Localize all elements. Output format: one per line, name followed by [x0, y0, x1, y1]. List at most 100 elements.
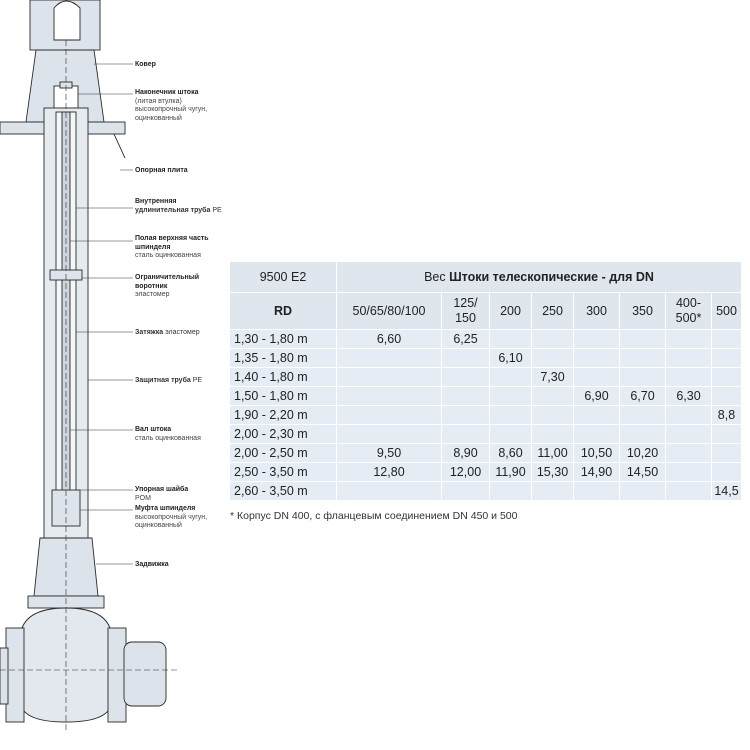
- label-nakonechnik: Наконечник штока (литая втулка) высокопр…: [135, 89, 208, 122]
- weight-cell: 15,30: [531, 462, 574, 482]
- label-vnutrennyaya: Внутренняя удлинительная труба PE: [135, 198, 222, 214]
- weight-cell: [573, 405, 620, 425]
- dn-header-line: 250: [542, 303, 563, 318]
- weight-cell: [711, 462, 742, 482]
- weight-cell: [441, 405, 490, 425]
- weight-cell: [531, 329, 574, 349]
- weight-cell: [441, 367, 490, 387]
- weight-cell: 7,30: [531, 367, 574, 387]
- table-title: Вес Штоки телескопические - для DN: [336, 261, 742, 293]
- weight-cell: 10,20: [619, 443, 666, 463]
- weight-cell: 12,80: [336, 462, 442, 482]
- weight-cell: 8,60: [489, 443, 532, 463]
- dn-header: 50/65/80/100: [336, 292, 442, 330]
- label-kover: Ковер: [135, 61, 156, 68]
- weight-cell: [441, 348, 490, 368]
- dn-header-line: 500: [716, 303, 737, 318]
- dn-header-line: 300: [586, 303, 607, 318]
- weight-cell: [489, 386, 532, 406]
- weight-cell: 11,00: [531, 443, 574, 463]
- dn-header-line: 125/: [453, 296, 478, 310]
- weight-cell: [665, 367, 712, 387]
- rd-range: 2,00 - 2,30 m: [229, 424, 337, 444]
- weight-cell: 14,5: [711, 481, 742, 501]
- label-zatyazhka: Затяжка эластомер: [135, 329, 200, 336]
- rd-header: RD: [229, 292, 337, 330]
- weight-cell: [489, 405, 532, 425]
- dn-header-line: 500*: [675, 311, 702, 325]
- dn-header: 300: [573, 292, 620, 330]
- table-model: 9500 E2: [229, 261, 337, 293]
- weight-cell: [573, 329, 620, 349]
- weight-cell: 6,30: [665, 386, 712, 406]
- weight-cell: [531, 386, 574, 406]
- weight-cell: [711, 424, 742, 444]
- dn-header-line: 200: [500, 303, 521, 318]
- dn-header-line: 350: [632, 303, 653, 318]
- weight-cell: [489, 329, 532, 349]
- weight-cell: [665, 424, 712, 444]
- weight-cell: [619, 481, 666, 501]
- weight-cell: [573, 424, 620, 444]
- weight-cell: [573, 481, 620, 501]
- weight-cell: [665, 329, 712, 349]
- weight-cell: [531, 424, 574, 444]
- weight-cell: 8,8: [711, 405, 742, 425]
- weight-cell: 12,00: [441, 462, 490, 482]
- weight-cell: [336, 481, 442, 501]
- weight-cell: 11,90: [489, 462, 532, 482]
- label-zaschitnaya: Защитная труба PE: [135, 377, 203, 384]
- label-ogranichitelny: Ограничительный воротник эластомер: [135, 274, 200, 298]
- label-mufta: Муфта шпинделя высокопрочный чугун, оцин…: [135, 505, 208, 529]
- dn-header: 500: [711, 292, 742, 330]
- dn-header: 125/150: [441, 292, 490, 330]
- dn-header-line: 400-: [675, 296, 702, 310]
- weight-cell: [619, 424, 666, 444]
- weight-cell: [665, 481, 712, 501]
- weight-cell: [489, 424, 532, 444]
- weight-cell: [619, 348, 666, 368]
- weight-cell: [531, 405, 574, 425]
- table-row: 1,40 - 1,80 m 7,30: [229, 367, 742, 387]
- valve-spindle-drawing: [0, 0, 180, 730]
- weight-cell: [336, 348, 442, 368]
- weight-cell: [441, 424, 490, 444]
- weight-cell: [489, 367, 532, 387]
- weight-cell: [711, 329, 742, 349]
- weight-cell: [336, 386, 442, 406]
- weight-cell: [336, 424, 442, 444]
- rd-range: 1,35 - 1,80 m: [229, 348, 337, 368]
- weight-cell: [619, 367, 666, 387]
- dn-header: 400-500*: [665, 292, 712, 330]
- label-upornaya: Упорная шайба POM: [135, 486, 189, 502]
- weight-table: 9500 E2 Вес Штоки телескопические - для …: [229, 261, 742, 501]
- weight-cell: [489, 481, 532, 501]
- table-row: 2,00 - 2,30 m: [229, 424, 742, 444]
- weight-cell: 6,70: [619, 386, 666, 406]
- rd-range: 2,50 - 3,50 m: [229, 462, 337, 482]
- label-zadvizhka: Задвижка: [135, 561, 169, 568]
- weight-cell: [573, 348, 620, 368]
- weight-cell: [441, 481, 490, 501]
- weight-cell: [711, 386, 742, 406]
- rd-range: 1,50 - 1,80 m: [229, 386, 337, 406]
- weight-cell: [711, 348, 742, 368]
- label-opornaya: Опорная плита: [135, 167, 188, 174]
- weight-cell: [665, 462, 712, 482]
- rd-range: 1,30 - 1,80 m: [229, 329, 337, 349]
- dn-header: 350: [619, 292, 666, 330]
- dn-header: 250: [531, 292, 574, 330]
- label-val: Вал штока сталь оцинкованная: [135, 426, 201, 442]
- label-polaya: Полая верхняя часть шпинделя сталь оцинк…: [135, 235, 209, 259]
- weight-cell: [711, 367, 742, 387]
- rd-range: 1,40 - 1,80 m: [229, 367, 337, 387]
- weight-cell: [531, 348, 574, 368]
- weight-cell: [665, 348, 712, 368]
- weight-cell: [665, 405, 712, 425]
